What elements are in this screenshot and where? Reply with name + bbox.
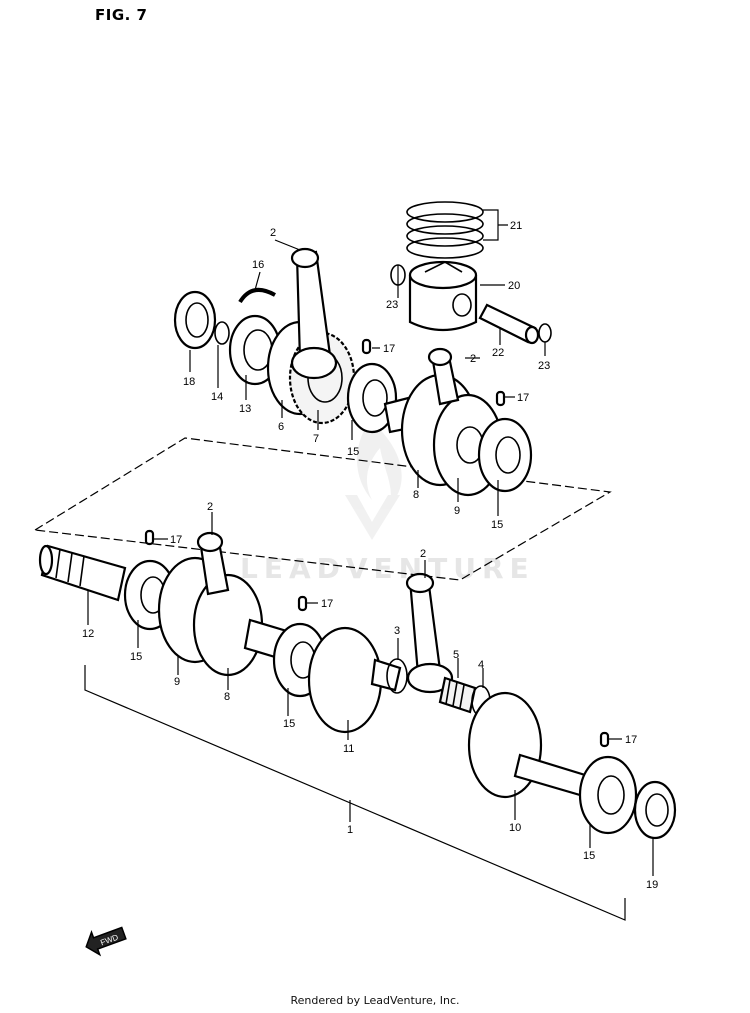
callout-17-lower-2: 17 — [321, 598, 333, 610]
callout-18: 18 — [183, 376, 195, 388]
connecting-rod-upper-2 — [427, 347, 460, 406]
woodruff-key — [238, 287, 276, 304]
callout-17-upper-2: 17 — [517, 392, 529, 404]
piston-rings — [406, 201, 508, 259]
callout-15-lower-1: 15 — [130, 651, 142, 663]
callout-23-right: 23 — [538, 360, 550, 372]
piston-pin — [478, 303, 540, 345]
callout-15-upper-1: 15 — [347, 446, 359, 458]
fwd-arrow-icon: FWD — [85, 926, 127, 957]
callout-6: 6 — [278, 421, 284, 433]
crank-web-11 — [307, 626, 402, 734]
callout-17-upper-1: 17 — [383, 343, 395, 355]
callout-10: 10 — [509, 822, 521, 834]
callout-16: 16 — [252, 259, 264, 271]
spacer-ring — [214, 321, 230, 345]
connecting-rod-lower-1 — [196, 531, 230, 596]
callout-11: 11 — [343, 743, 354, 755]
dowel-pin — [361, 338, 372, 355]
callout-2-upper-1: 2 — [270, 227, 276, 239]
callout-1: 1 — [347, 824, 353, 836]
leader-lines — [87, 239, 654, 876]
bearing-15-upper-left — [346, 362, 398, 434]
crankshaft-end-12 — [38, 544, 127, 602]
upper-assembly-frame — [33, 437, 612, 581]
callout-17-lower-1: 17 — [170, 534, 182, 546]
callout-15-lower-3: 15 — [583, 850, 595, 862]
circlip-right — [538, 323, 552, 343]
footer-credit: Rendered by LeadVenture, Inc. — [290, 994, 460, 1007]
callout-21: 21 — [510, 220, 522, 232]
callout-22: 22 — [492, 347, 504, 359]
callout-5: 5 — [453, 649, 459, 661]
piston — [408, 260, 505, 332]
dowel-pin — [144, 529, 155, 546]
callout-3: 3 — [394, 625, 400, 637]
connecting-rod-lower-2 — [405, 572, 454, 694]
callout-2-lower-1: 2 — [207, 501, 213, 513]
callout-7: 7 — [313, 433, 319, 445]
callout-9-upper: 9 — [454, 505, 460, 517]
dowel-pin — [599, 731, 610, 748]
part-callouts: 21 20 22 23 23 16 2 17 18 14 13 6 7 15 2… — [82, 220, 658, 891]
bearing-15-upper-right — [477, 417, 533, 493]
callout-4: 4 — [478, 659, 484, 671]
callout-19: 19 — [646, 879, 658, 891]
needle-bearing — [438, 676, 477, 714]
callout-12: 12 — [82, 628, 94, 640]
figure-title: FIG. 7 — [95, 6, 148, 24]
bearing-15-lower-right — [578, 755, 638, 835]
connecting-rod-upper-1 — [290, 247, 338, 380]
callout-9-lower: 9 — [174, 676, 180, 688]
oil-seal-left — [173, 290, 217, 350]
callout-8-upper: 8 — [413, 489, 419, 501]
thrust-washer — [386, 658, 408, 694]
callout-8-lower: 8 — [224, 691, 230, 703]
callout-13: 13 — [239, 403, 251, 415]
callout-2-lower-2: 2 — [420, 548, 426, 560]
callout-15-lower-2: 15 — [283, 718, 295, 730]
crank-web-10 — [467, 691, 587, 799]
dowel-pin — [297, 595, 308, 612]
assembly-bracket — [84, 665, 626, 921]
callout-23-left: 23 — [386, 299, 398, 311]
callout-20: 20 — [508, 280, 520, 292]
callout-2-upper-2: 2 — [470, 353, 476, 365]
callout-17-lower-3: 17 — [625, 734, 637, 746]
dowel-pin — [495, 390, 506, 407]
callout-15-upper-2: 15 — [491, 519, 503, 531]
oil-seal-right — [633, 780, 677, 840]
callout-14: 14 — [211, 391, 223, 403]
leadventure-logo-icon — [345, 420, 402, 540]
